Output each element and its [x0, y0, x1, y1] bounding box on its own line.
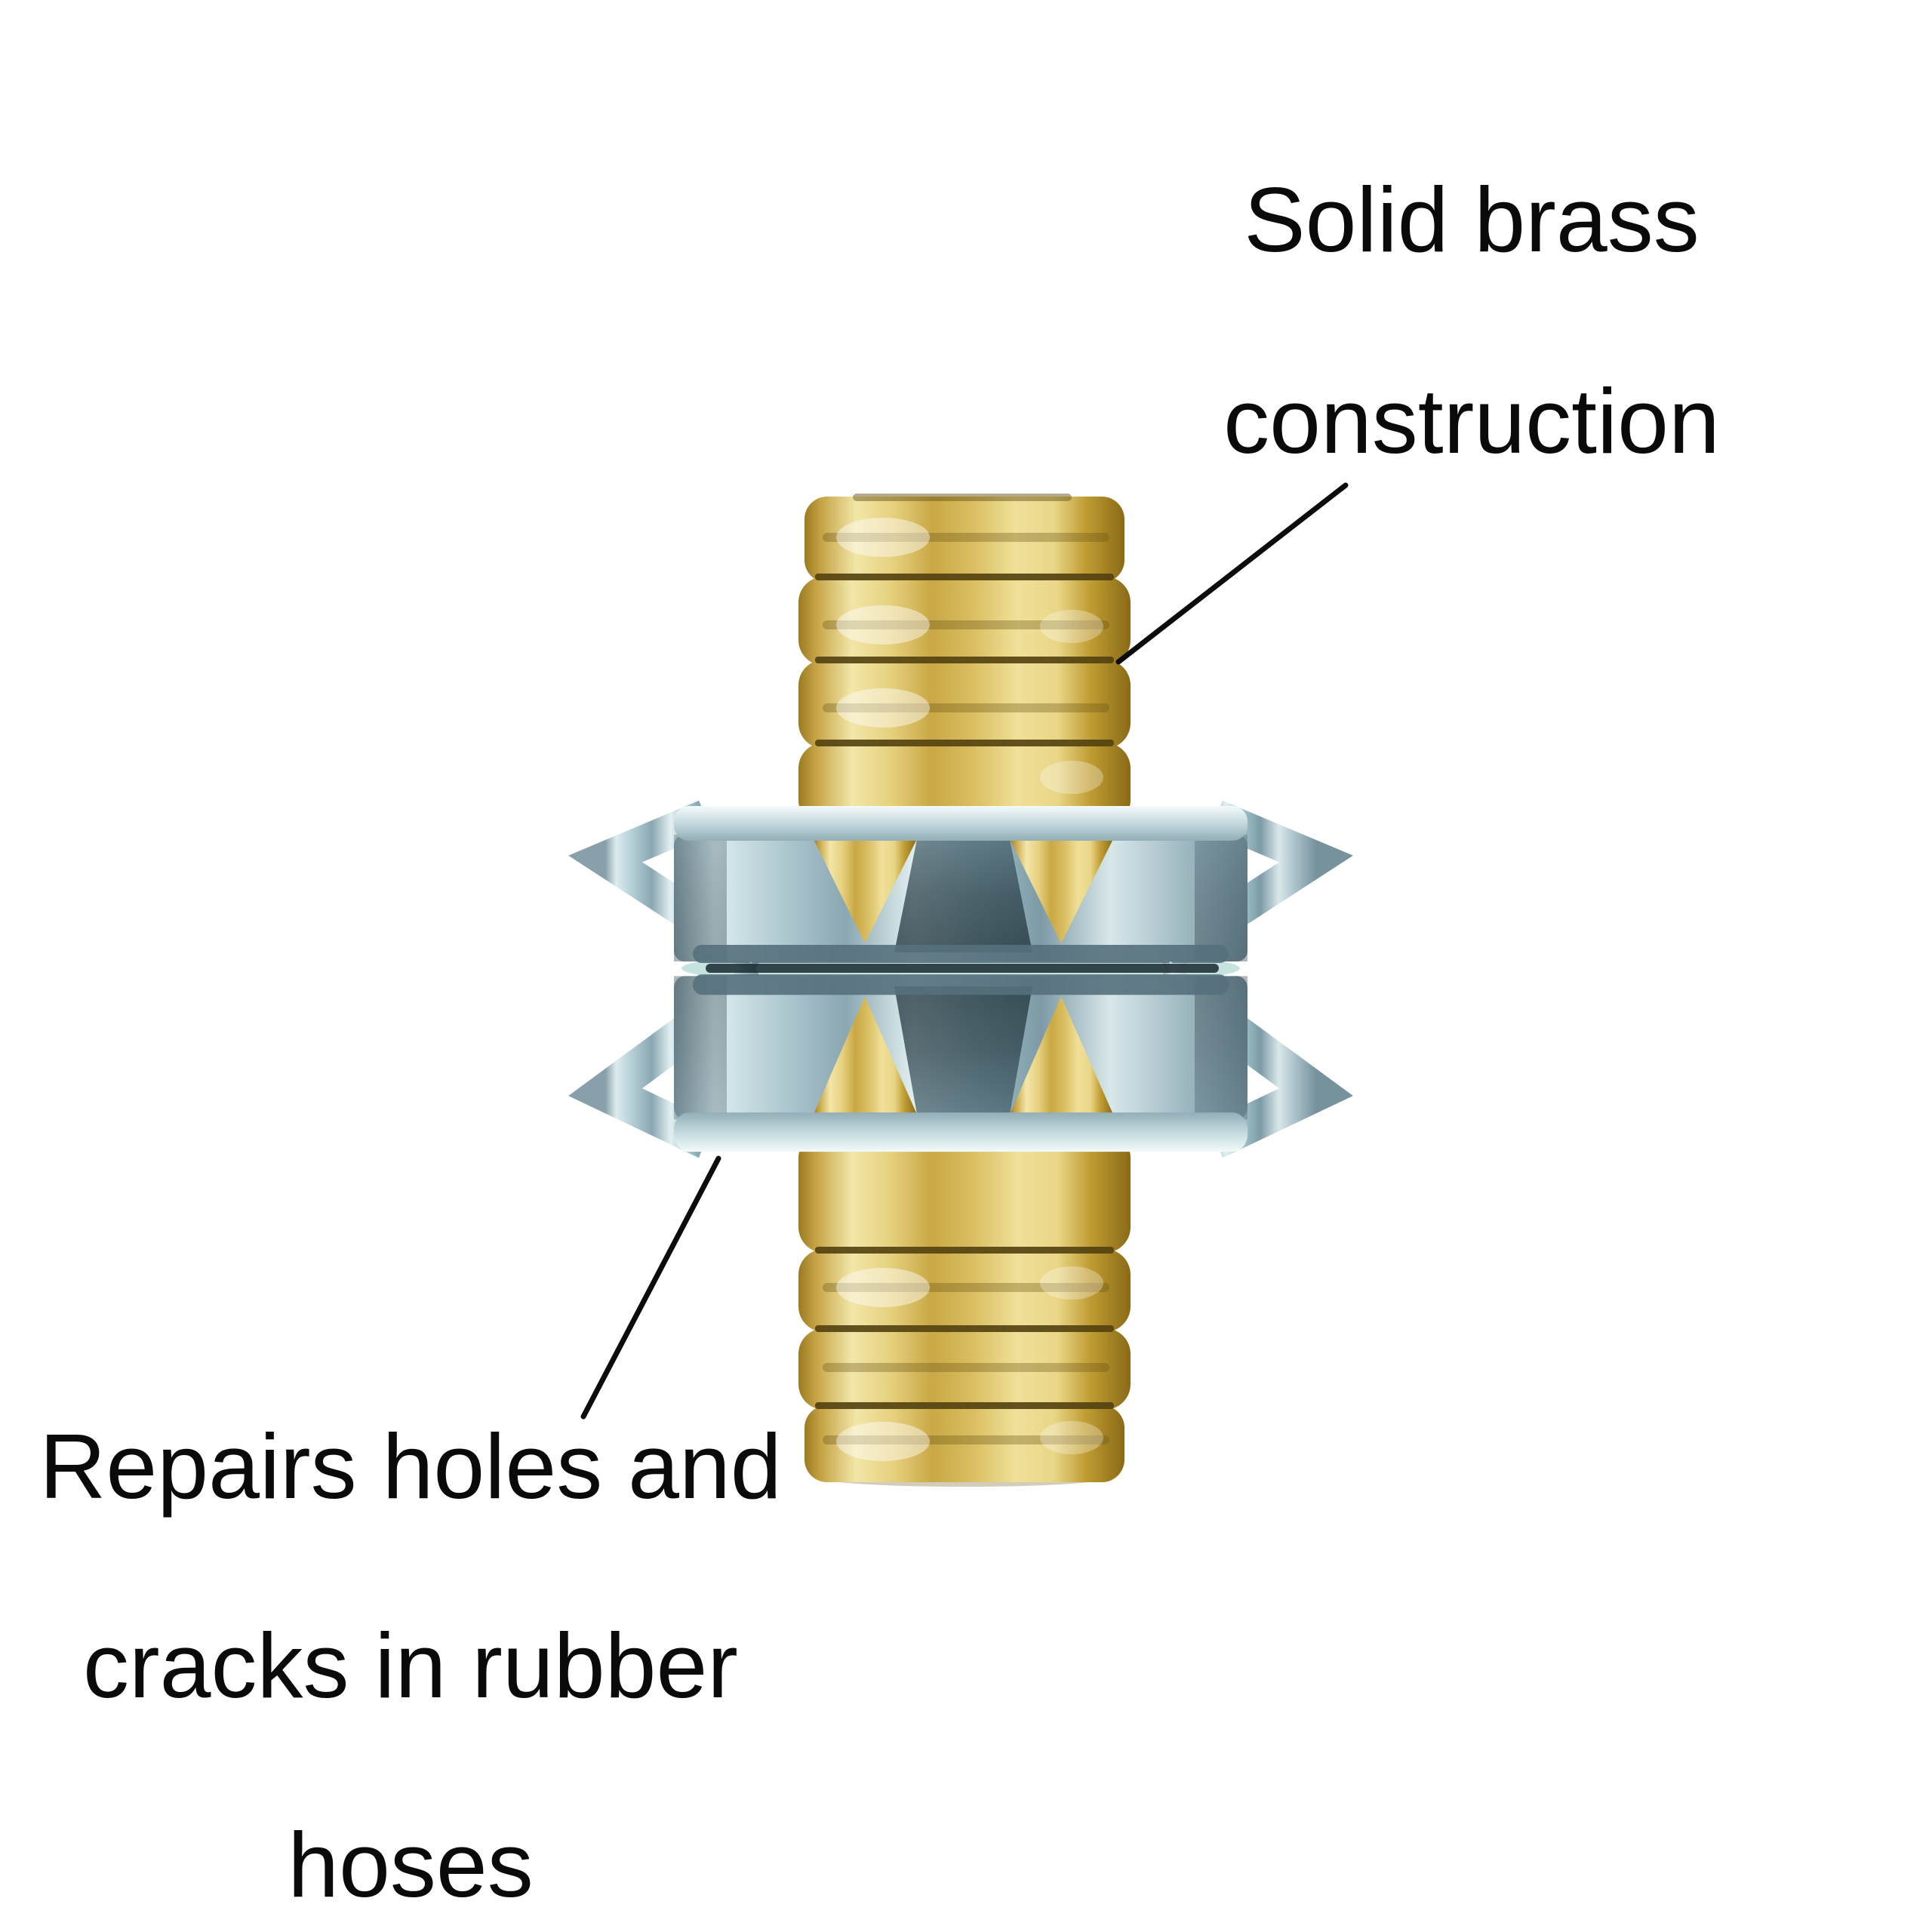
barb-highlight [836, 688, 930, 728]
barb-groove [815, 657, 1114, 663]
barb-reflection [823, 1435, 1109, 1444]
barb-rib [798, 577, 1131, 666]
barb-groove [815, 1247, 1114, 1254]
callout-repairs-line2: cracks in rubber [83, 1614, 738, 1717]
barb-collar [804, 497, 1124, 583]
barb-reflection [823, 703, 1109, 712]
bottom-brass-barb [798, 1132, 1131, 1487]
callout-repairs-line3: hoses [288, 1814, 534, 1916]
barb-groove [815, 1325, 1114, 1332]
barb-reflection [823, 1363, 1109, 1372]
barb-highlight [836, 1268, 930, 1307]
barb-highlight [1040, 761, 1103, 794]
callout-repairs-line1: Repairs holes and [39, 1415, 781, 1518]
barb-groove [815, 574, 1114, 580]
barb-highlight [836, 1422, 930, 1461]
barb-top-edge [853, 494, 1072, 501]
barb-rib [798, 660, 1131, 749]
barb-rib [798, 743, 1131, 826]
top-brass-barb [798, 494, 1131, 826]
callout-solid-brass-line1: Solid brass [1244, 168, 1700, 271]
barb-reflection [823, 620, 1109, 629]
barb-groove [815, 740, 1114, 746]
barb-reflection [823, 533, 1109, 542]
clamp-seam-line [706, 964, 1219, 973]
barb-highlight [1040, 1266, 1103, 1300]
callout-solid-brass-line2: construction [1223, 370, 1720, 472]
lower-clench-clamp [605, 974, 1316, 1152]
upper-clench-clamp [605, 806, 1316, 963]
barb-highlight [836, 518, 930, 557]
barb-rib [798, 1132, 1131, 1253]
barb-highlight [1040, 610, 1103, 643]
barb-collar [804, 1405, 1124, 1482]
barb-groove [815, 1402, 1114, 1409]
leader-line-solid-brass [1115, 482, 1349, 665]
barb-reflection [823, 1283, 1109, 1292]
leader-line-repairs [580, 1155, 721, 1420]
barb-highlight [1040, 1421, 1103, 1454]
barb-rib [798, 1328, 1131, 1410]
barb-highlight [836, 605, 930, 645]
barb-rib [798, 1249, 1131, 1332]
